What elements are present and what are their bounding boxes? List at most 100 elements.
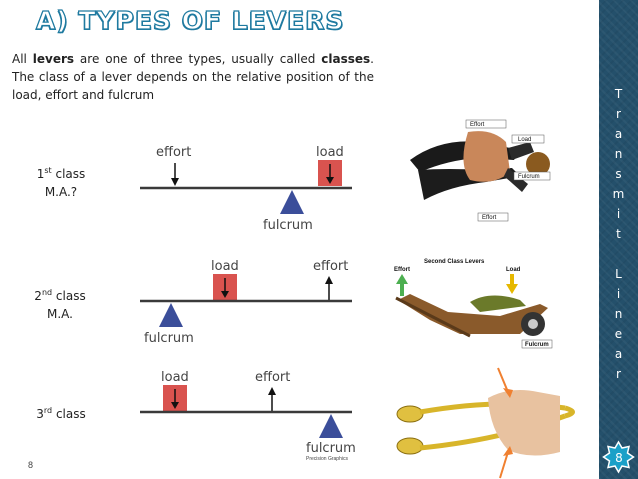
effort-label: effort — [255, 370, 290, 385]
effort-arrowhead — [325, 276, 333, 284]
sidebar-letter: t — [616, 227, 621, 241]
intro-text-1: All — [12, 52, 33, 66]
effort-arrow-top — [497, 367, 509, 393]
third-class-diagram: load effort fulcrum Precision Graphics — [140, 370, 356, 462]
load-arrowhead — [171, 402, 179, 409]
image-credit: Precision Graphics — [306, 456, 348, 462]
page-number: 8 — [28, 460, 34, 470]
class-num: 3 — [36, 407, 44, 421]
load-down-arrow — [506, 274, 518, 294]
class-word: class — [51, 167, 86, 181]
class-word: class — [52, 289, 86, 303]
fulcrum-label: fulcrum — [306, 441, 356, 456]
load-arrowhead — [221, 291, 229, 298]
third-class-name: 3rd class — [26, 402, 96, 423]
second-class-diagram: load effort fulcrum — [140, 259, 352, 346]
load-label: load — [316, 145, 344, 160]
sidebar-letter: m — [612, 187, 625, 201]
wheelbarrow-load-label: Load — [506, 267, 521, 273]
tong-hinge — [564, 405, 575, 419]
class-sup: st — [44, 166, 52, 175]
effort-arrowhead-bottom — [503, 446, 513, 456]
first-class-name: 1st class — [26, 162, 96, 183]
first-class-label: 1st class M.A.? — [26, 162, 96, 201]
fulcrum-label: fulcrum — [144, 331, 194, 346]
badge-star-icon — [602, 440, 635, 474]
slide-title: A) TYPES OF LEVERS — [35, 5, 345, 35]
second-class-label: 2nd class M.A. — [25, 284, 95, 323]
fulcrum-tag — [521, 339, 553, 349]
load-tag — [511, 134, 545, 144]
intro-bold-classes: classes — [321, 52, 371, 66]
first-class-ma: M.A.? — [44, 185, 78, 199]
pliers-fulcrum-label: Fulcrum — [518, 174, 540, 180]
tong-spoon-bottom — [396, 437, 424, 455]
sidebar-letter: n — [614, 147, 623, 161]
pliers-effort2-label: Effort — [482, 215, 497, 221]
sidebar-letter: r — [616, 107, 621, 121]
hand — [463, 131, 510, 182]
class-num: 1 — [36, 167, 45, 181]
nut — [526, 152, 550, 176]
sidebar-letter: T — [614, 87, 623, 101]
sidebar-letter: e — [614, 327, 623, 341]
class-num: 2 — [34, 289, 42, 303]
wheel-hub — [528, 319, 538, 329]
tong-spoon-top — [396, 405, 424, 423]
sidebar-letter: i — [616, 287, 621, 301]
effort-up-arrow — [396, 274, 408, 296]
class-sup: nd — [41, 288, 53, 297]
fulcrum-triangle — [319, 414, 343, 438]
class-word: class — [52, 407, 86, 421]
wheelbarrow-fulcrum-label: Fulcrum — [525, 342, 549, 348]
effort-arrowhead — [268, 387, 276, 395]
fulcrum-label: fulcrum — [263, 218, 313, 233]
hand — [488, 390, 560, 456]
pliers-effort-label: Effort — [470, 122, 485, 128]
intro-text-3: . The class of a lever depends on the re… — [12, 52, 374, 102]
third-class-label: 3rd class — [26, 402, 96, 423]
load-soil — [470, 295, 526, 312]
effort-tag-2 — [477, 212, 509, 222]
sidebar: T r a n s m i t L i n e a r — [599, 0, 638, 479]
pliers-load-label: Load — [518, 137, 531, 143]
intro-paragraph: All levers are one of three types, usual… — [12, 50, 374, 104]
wheelbarrow-tray — [398, 294, 548, 334]
effort-tag — [465, 119, 507, 129]
second-class-name: 2nd class — [25, 284, 95, 305]
intro-text-2: are one of three types, usually called — [74, 52, 322, 66]
second-class-ma: M.A. — [47, 307, 73, 321]
wheelbarrow-effort-label: Effort — [394, 267, 410, 273]
class-sup: rd — [43, 406, 53, 415]
wheelbarrow-title: Second Class Levers — [424, 259, 485, 265]
wheelbarrow-handle — [395, 296, 471, 338]
load-label: load — [161, 370, 189, 385]
effort-label: effort — [313, 259, 348, 274]
lever-diagrams: effort load fulcrum load effort fulcrum — [140, 117, 575, 479]
fulcrum-triangle — [159, 303, 183, 327]
tongs-photo — [396, 367, 575, 479]
wheelbarrow-photo: Second Class Levers Effort Load Fulcrum — [394, 259, 553, 349]
sidebar-vertical-text: T r a n s m i t L i n e a r — [599, 84, 638, 384]
sidebar-letter: n — [614, 307, 623, 321]
effort-label: effort — [156, 145, 191, 160]
effort-arrowhead — [171, 178, 179, 186]
pliers-jaw-top — [508, 142, 534, 160]
intro-bold-levers: levers — [32, 52, 75, 66]
sidebar-letter: s — [615, 167, 622, 181]
pliers-photo: Effort Load Fulcrum Effort — [402, 117, 551, 233]
badge-number: 8 — [615, 451, 623, 465]
page-badge — [602, 440, 635, 474]
fulcrum-tag — [513, 171, 551, 181]
sidebar-letter: r — [616, 367, 621, 381]
sidebar-letter: i — [616, 207, 621, 221]
load-arrowhead — [326, 177, 334, 184]
sidebar-letter: a — [614, 127, 623, 141]
effort-arrowhead-top — [503, 388, 513, 398]
fulcrum-triangle — [280, 190, 304, 214]
sidebar-letter: L — [615, 267, 622, 281]
effort-arrow-bottom — [499, 451, 509, 479]
first-class-diagram: effort load fulcrum — [140, 145, 352, 233]
load-label: load — [211, 259, 239, 274]
